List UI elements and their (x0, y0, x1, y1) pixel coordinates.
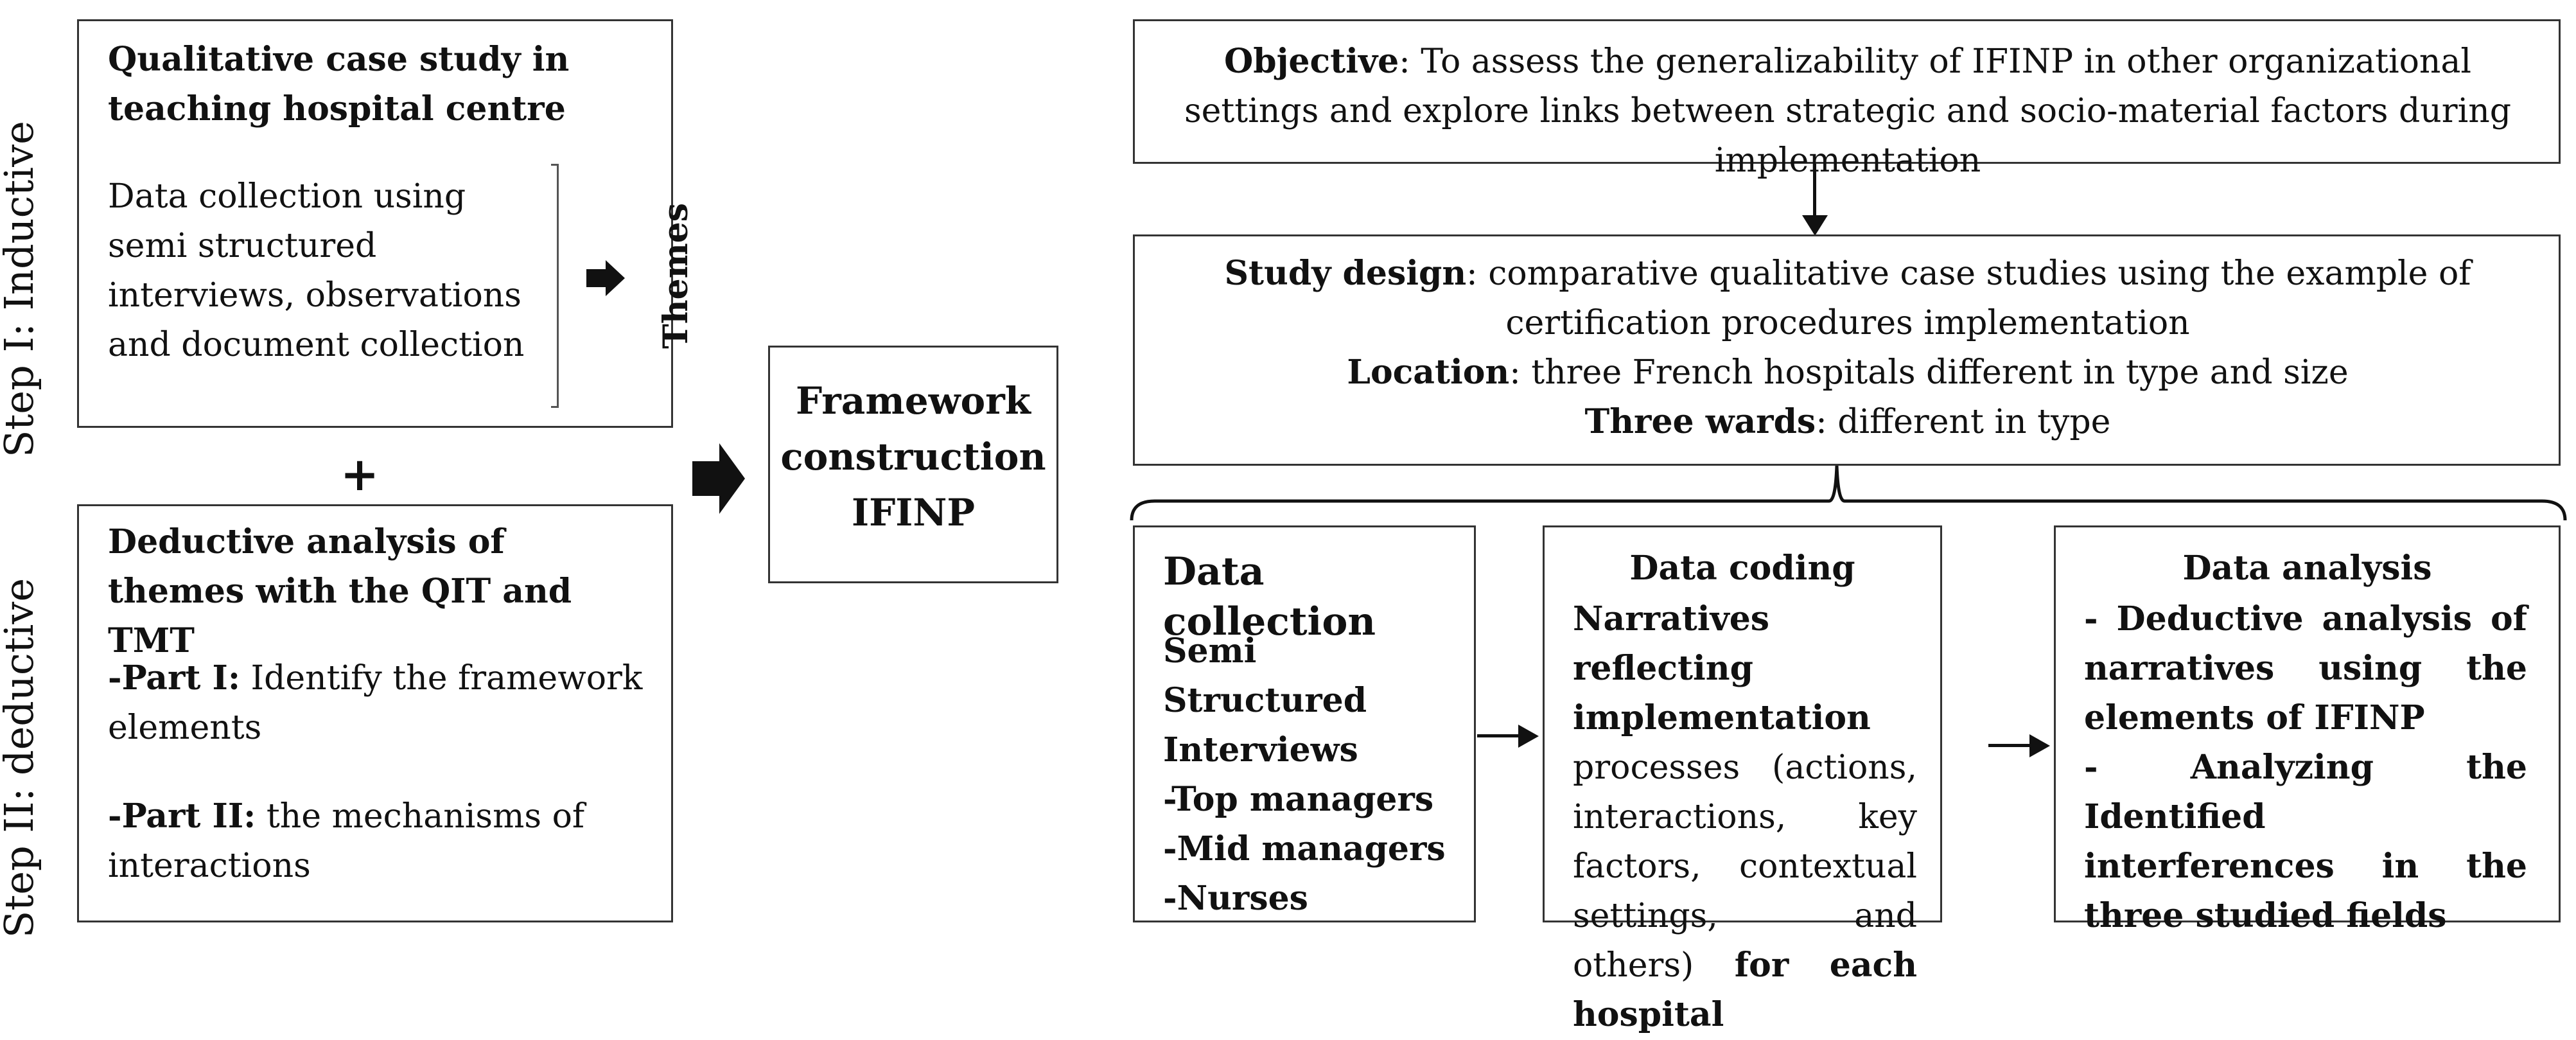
data-collection-text: Data collection using semi structured in… (108, 177, 525, 364)
coding-bold-text: Narratives reflecting implementation (1573, 599, 1871, 737)
objective-arrow-line (1813, 164, 1816, 220)
collection-item: Interviews (1163, 730, 1358, 770)
data-collection-list: Semi Structured Interviews -Top managers… (1163, 627, 1459, 924)
wards-label: Three wards (1584, 401, 1816, 441)
bracket (551, 164, 559, 408)
data-collection-title: Data collection (1163, 549, 1376, 644)
inductive-box: Qualitative case study in teaching hospi… (77, 19, 696, 428)
objective-arrow-head-icon (1802, 215, 1828, 236)
collection-item: -Mid managers (1163, 829, 1446, 868)
data-analysis-box: Data analysis - Deductive analysis of na… (2054, 525, 2561, 935)
part-1-text: -Part I: Identify the framework elements (108, 654, 647, 753)
analysis-item-1: - Deductive analysis of narratives using… (2084, 599, 2527, 737)
themes-label: Themes (656, 203, 696, 349)
wards-desc: : different in type (1816, 402, 2111, 441)
inductive-box-title: Qualitative case study in teaching hospi… (108, 40, 570, 128)
collection-item: -Nurses (1163, 878, 1308, 918)
study-design-text: Study design: comparative qualitative ca… (1161, 249, 2535, 447)
framework-box: Framework construction IFINP (768, 346, 1058, 583)
collection-item: Semi Structured (1163, 631, 1367, 720)
data-coding-text: Narratives reflecting implementation pro… (1573, 595, 1917, 1040)
coding-arrow-line (1988, 744, 2033, 747)
collection-arrow-line (1477, 734, 1522, 737)
themes-arrow-icon (586, 260, 625, 296)
data-collection-box: Data collection Semi Structured Intervie… (1133, 525, 1476, 922)
part-1-desc: Identify the framework elements (108, 659, 643, 747)
data-coding-box: Data coding Narratives reflecting implem… (1543, 525, 1942, 1034)
step-1-label: Step I: Inductive (0, 121, 42, 457)
study-design-box: Study design: comparative qualitative ca… (1133, 234, 2561, 466)
data-analysis-title: Data analysis (2182, 549, 2432, 588)
coding-arrow-head-icon (2029, 734, 2050, 757)
location-desc: : three French hospitals different in ty… (1509, 353, 2349, 392)
study-design-desc: : comparative qualitative case studies u… (1466, 254, 2471, 342)
objective-desc: : To assess the generalizability of IFIN… (1184, 42, 2512, 180)
data-analysis-text: - Deductive analysis of narratives using… (2084, 595, 2527, 941)
framework-line-1: Framework (796, 379, 1031, 423)
big-arrow-icon (692, 443, 745, 514)
part-2-desc: the mechanisms of interactions (108, 797, 585, 885)
step-2-label: Step II: deductive (0, 577, 42, 939)
objective-label: Objective (1223, 42, 1399, 81)
collection-arrow-head-icon (1518, 725, 1539, 748)
plus-sign: + (340, 446, 380, 501)
data-coding-title: Data coding (1629, 549, 1855, 588)
collection-item: -Top managers (1163, 779, 1434, 819)
part-2-text: -Part II: the mechanisms of interactions (108, 792, 647, 891)
part-2-label: -Part II: (108, 797, 256, 836)
part-1-label: -Part I: (108, 658, 241, 698)
framework-line-3: IFINP (851, 491, 976, 534)
objective-box: Objective: To assess the generalizabilit… (1133, 19, 2561, 180)
objective-text: Objective: To assess the generalizabilit… (1161, 37, 2535, 186)
location-label: Location (1347, 352, 1510, 392)
analysis-item-2: - Analyzing the Identified interferences… (2084, 747, 2527, 935)
framework-line-2: construction (780, 435, 1046, 479)
study-design-label: Study design (1224, 254, 1467, 293)
framework-title: Framework construction IFINP (770, 373, 1056, 541)
deductive-box: Deductive analysis of themes with the QI… (77, 504, 673, 922)
grouping-brace (1130, 466, 2567, 521)
deductive-box-title: Deductive analysis of themes with the QI… (108, 522, 572, 660)
